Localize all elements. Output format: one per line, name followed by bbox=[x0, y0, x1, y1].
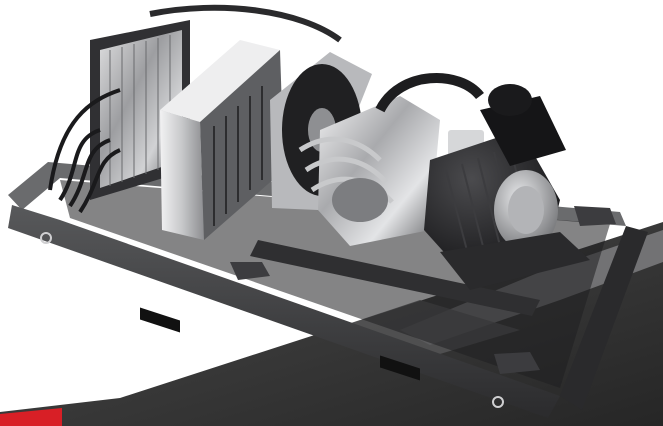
frame-front-rail bbox=[8, 205, 560, 418]
red-accent-stripe bbox=[0, 408, 62, 426]
intake-hose bbox=[375, 73, 484, 113]
mount-bracket bbox=[574, 206, 616, 226]
electric-motor bbox=[424, 84, 590, 290]
hydraulic-hoses bbox=[48, 88, 121, 214]
frame-right-rail bbox=[560, 226, 648, 410]
cabinet-front bbox=[160, 110, 204, 240]
cylinder-head bbox=[332, 178, 388, 222]
motor-end-cap-ring bbox=[508, 186, 544, 234]
aftercooler-tank bbox=[488, 84, 532, 116]
control-cabinet bbox=[160, 40, 284, 240]
mount-bracket bbox=[230, 262, 270, 280]
cooler-fin-lines bbox=[109, 35, 171, 186]
mount-bracket bbox=[494, 352, 540, 374]
motor-base-plate bbox=[440, 232, 590, 290]
forklift-slot bbox=[140, 307, 180, 333]
cabinet-vent-slats bbox=[213, 86, 263, 226]
cross-member bbox=[250, 240, 540, 316]
lifting-eye bbox=[40, 232, 52, 244]
forklift-slot bbox=[380, 355, 420, 381]
cabinet-top bbox=[160, 40, 280, 122]
lifting-eye bbox=[492, 396, 504, 408]
compressor-block bbox=[298, 73, 484, 246]
top-hose bbox=[149, 4, 342, 43]
